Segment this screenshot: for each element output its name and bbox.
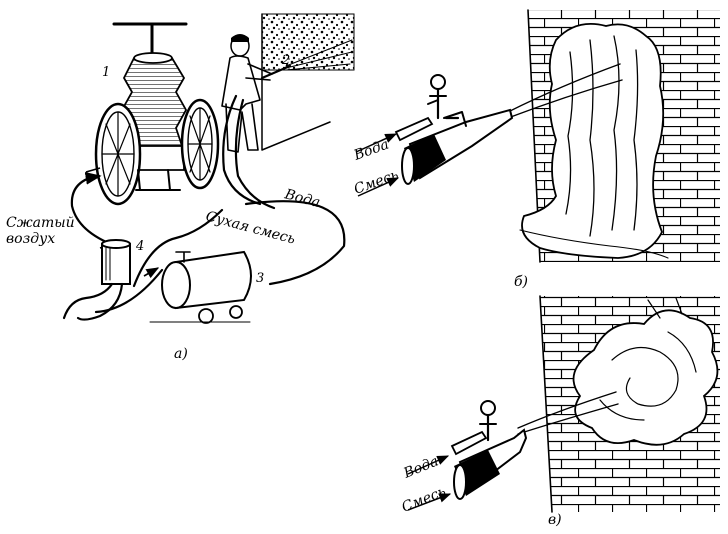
label-compressed-air-line2: воздух — [6, 231, 55, 247]
label-mix-b: Смесь — [352, 167, 401, 198]
nozzle-b — [394, 74, 514, 185]
caption-v: в) — [548, 512, 562, 528]
panel-b-illustration — [355, 9, 720, 263]
panel-a-illustration — [62, 13, 355, 324]
cement-gun-machine — [94, 22, 220, 206]
air-receiver-4 — [62, 239, 131, 321]
caption-b: б) — [514, 274, 528, 290]
label-number-3: 3 — [256, 271, 264, 286]
water-tank-3 — [149, 250, 252, 324]
label-water-a: Вода — [282, 186, 322, 211]
label-number-1: 1 — [102, 65, 110, 80]
label-mix-v: Смесь — [400, 484, 449, 516]
label-number-2: 2 — [281, 53, 290, 68]
worker-figure — [221, 34, 292, 153]
caption-a: а) — [174, 346, 188, 362]
label-water-v: Вода — [401, 453, 441, 482]
label-compressed-air-line1: Сжатый — [6, 215, 75, 231]
label-water-b: Вода — [351, 136, 391, 164]
label-dry-mix: Сухая смесь — [204, 208, 297, 247]
nozzle-v — [450, 400, 528, 500]
panel-v-illustration — [407, 295, 720, 513]
label-number-4: 4 — [135, 239, 144, 254]
